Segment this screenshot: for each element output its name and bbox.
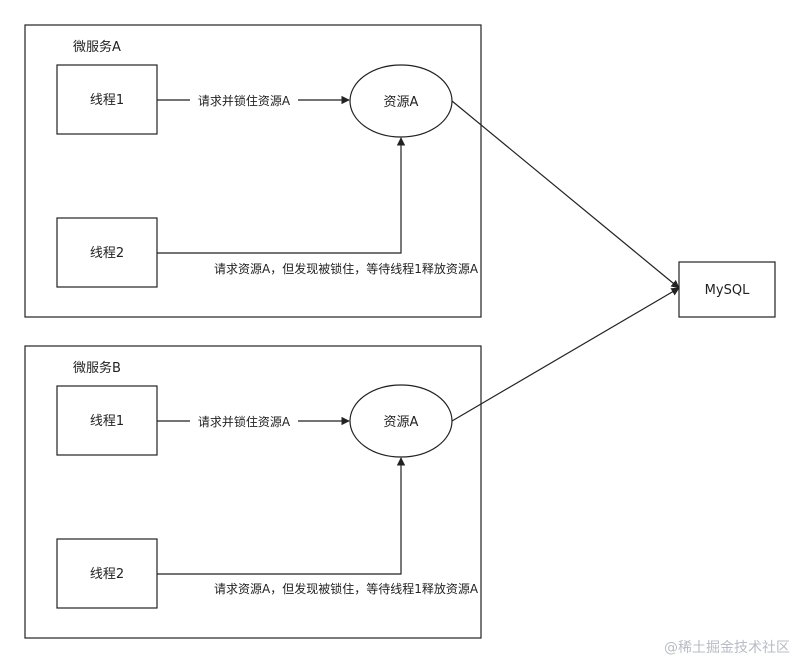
mysql-label: MySQL — [705, 283, 750, 298]
service-b-wait-label: 请求资源A，但发现被锁住，等待线程1释放资源A — [214, 581, 479, 596]
service-b-title: 微服务B — [73, 360, 121, 376]
service-a-thread1-box — [56, 64, 158, 135]
service-b-thread2-label: 线程2 — [90, 567, 124, 582]
mysql-box — [678, 261, 776, 318]
service-a-thread2-box — [56, 217, 158, 288]
service-a-thread1-label: 线程1 — [90, 93, 124, 108]
service-a-title: 微服务A — [73, 39, 121, 55]
resource-a-to-mysql-arrow — [451, 100, 680, 289]
service-b-thread1-box — [56, 385, 158, 456]
service-a-group: 微服务A 线程1 线程2 资源A 请求并锁住资源A 请求资源A，但发现被锁住，等… — [24, 24, 482, 318]
service-b-resource-label: 资源A — [384, 415, 419, 430]
service-a-lock-label: 请求并锁住资源A — [198, 93, 291, 108]
resource-b-to-mysql-arrow — [451, 287, 680, 422]
service-a-resource-label: 资源A — [384, 95, 419, 110]
service-b-thread2-box — [56, 538, 158, 609]
service-a-wait-label: 请求资源A，但发现被锁住，等待线程1释放资源A — [214, 261, 479, 276]
watermark: @稀土掘金技术社区 — [664, 640, 790, 656]
service-b-group: 微服务B 线程1 线程2 资源A 请求并锁住资源A 请求资源A，但发现被锁住，等… — [24, 345, 482, 639]
service-a-lock-label-bg — [190, 92, 298, 108]
service-a-wait-arrow — [157, 137, 406, 254]
service-a-container — [24, 24, 482, 318]
service-b-wait-arrow — [157, 457, 406, 575]
service-b-lock-label: 请求并锁住资源A — [198, 414, 291, 429]
service-b-lock-label-bg — [190, 413, 298, 429]
service-b-container — [24, 345, 482, 639]
service-b-thread1-label: 线程1 — [90, 414, 124, 429]
service-a-thread2-label: 线程2 — [90, 246, 124, 261]
